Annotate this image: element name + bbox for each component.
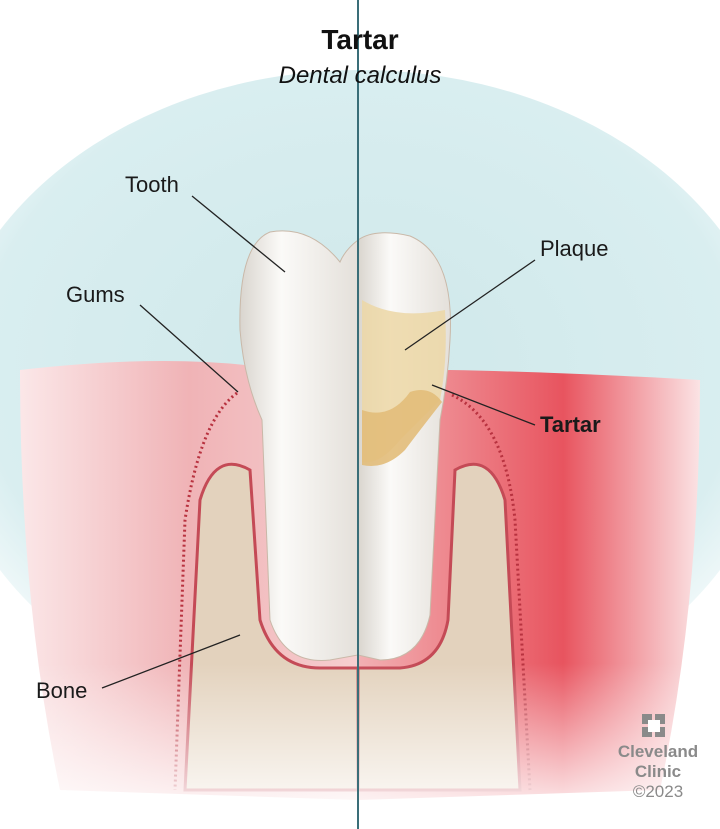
label-plaque: Plaque: [540, 236, 609, 261]
tooth-leader: [191, 195, 286, 273]
cleveland-clinic-logo: Cleveland Clinic ©2023: [608, 712, 708, 802]
title: Tartar: [321, 24, 399, 55]
logo-line2: Clinic: [634, 762, 682, 781]
bone-leader: [101, 634, 241, 689]
label-tartar: Tartar: [540, 412, 601, 437]
label-tooth: Tooth: [125, 172, 179, 197]
gums-leader: [139, 304, 239, 393]
tartar-leader: [431, 384, 536, 426]
subtitle: Dental calculus: [278, 62, 442, 89]
logo-copyright: ©2023: [632, 782, 684, 801]
plaque-leader: [404, 259, 536, 351]
label-gums: Gums: [66, 282, 125, 307]
leader-lines: [101, 195, 536, 689]
logo-line1: Cleveland: [617, 742, 699, 761]
cleveland-clinic-logo-icon: [642, 714, 665, 737]
label-bone: Bone: [36, 678, 88, 703]
